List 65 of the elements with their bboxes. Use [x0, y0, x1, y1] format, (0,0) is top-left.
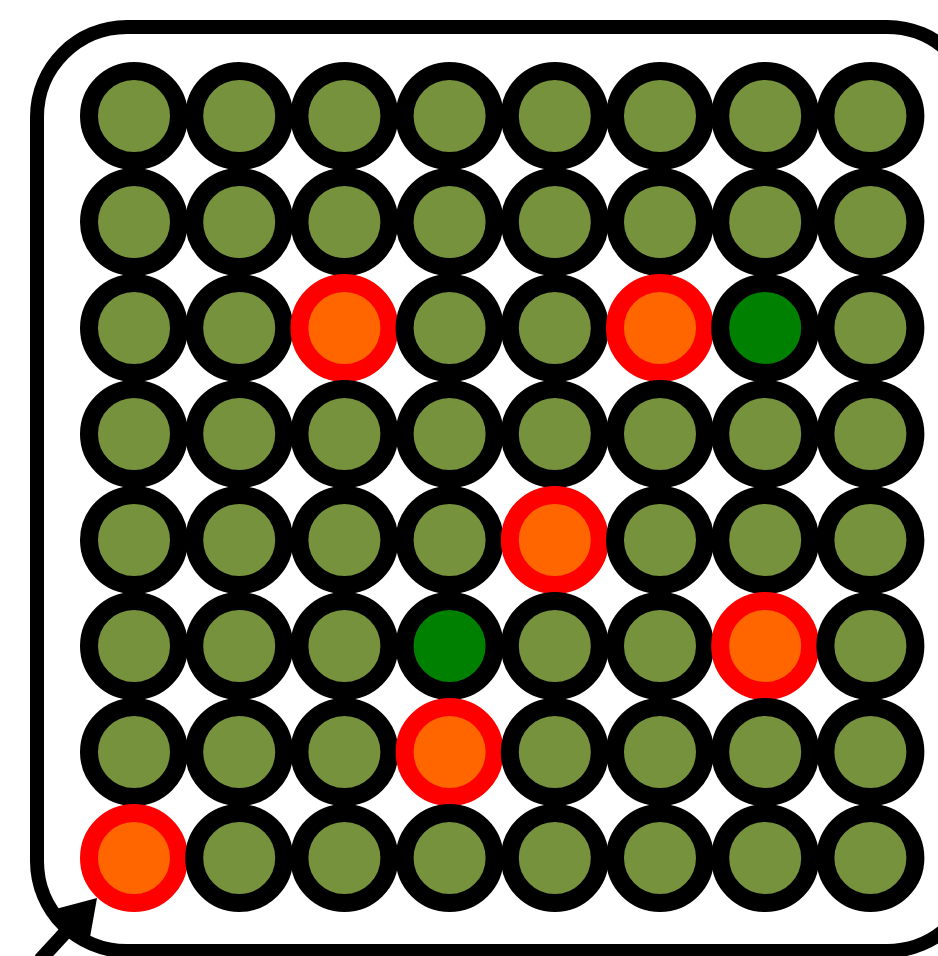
- circle: [500, 380, 609, 488]
- circle: [395, 168, 504, 276]
- circle: [606, 380, 714, 488]
- circle: [290, 486, 399, 594]
- circle: [711, 274, 820, 382]
- circle: [816, 168, 925, 276]
- circle: [606, 486, 714, 594]
- circle: [80, 62, 188, 170]
- highlighted-circle: [606, 274, 714, 382]
- circle: [500, 168, 609, 276]
- circle: [606, 698, 714, 806]
- circle: [290, 168, 399, 276]
- highlighted-circle: [500, 486, 609, 594]
- highlighted-circle: [711, 592, 820, 700]
- circle: [395, 486, 504, 594]
- highlighted-circle: [395, 698, 504, 806]
- circle: [80, 592, 188, 700]
- frame: [30, 20, 938, 956]
- circle: [816, 592, 925, 700]
- circle: [290, 62, 399, 170]
- circle: [816, 380, 925, 488]
- circle: [816, 486, 925, 594]
- circle: [80, 698, 188, 806]
- circle: [816, 274, 925, 382]
- circle: [711, 168, 820, 276]
- circle: [80, 486, 188, 594]
- circle: [290, 380, 399, 488]
- circle: [185, 380, 294, 488]
- circle: [185, 168, 294, 276]
- circle: [185, 486, 294, 594]
- circle: [395, 62, 504, 170]
- circle: [80, 274, 188, 382]
- circle: [500, 804, 609, 912]
- circle: [185, 592, 294, 700]
- circle: [606, 592, 714, 700]
- circle: [185, 804, 294, 912]
- circle: [711, 804, 820, 912]
- circle: [395, 804, 504, 912]
- circle: [395, 380, 504, 488]
- circle: [80, 380, 188, 488]
- circle: [606, 168, 714, 276]
- circle: [290, 592, 399, 700]
- circle: [606, 62, 714, 170]
- circle: [500, 274, 609, 382]
- circle: [816, 62, 925, 170]
- circle: [606, 804, 714, 912]
- circle: [500, 62, 609, 170]
- circle: [816, 698, 925, 806]
- circle: [80, 168, 188, 276]
- circle: [711, 380, 820, 488]
- circle: [290, 804, 399, 912]
- highlighted-circle: [290, 274, 399, 382]
- circle: [185, 698, 294, 806]
- circle: [816, 804, 925, 912]
- circle: [395, 592, 504, 700]
- circle: [395, 274, 504, 382]
- circle: [711, 698, 820, 806]
- circle: [500, 698, 609, 806]
- circle: [185, 62, 294, 170]
- circle: [711, 62, 820, 170]
- highlighted-circle: [80, 804, 188, 912]
- circle: [500, 592, 609, 700]
- circle: [711, 486, 820, 594]
- circle: [185, 274, 294, 382]
- circle: [290, 698, 399, 806]
